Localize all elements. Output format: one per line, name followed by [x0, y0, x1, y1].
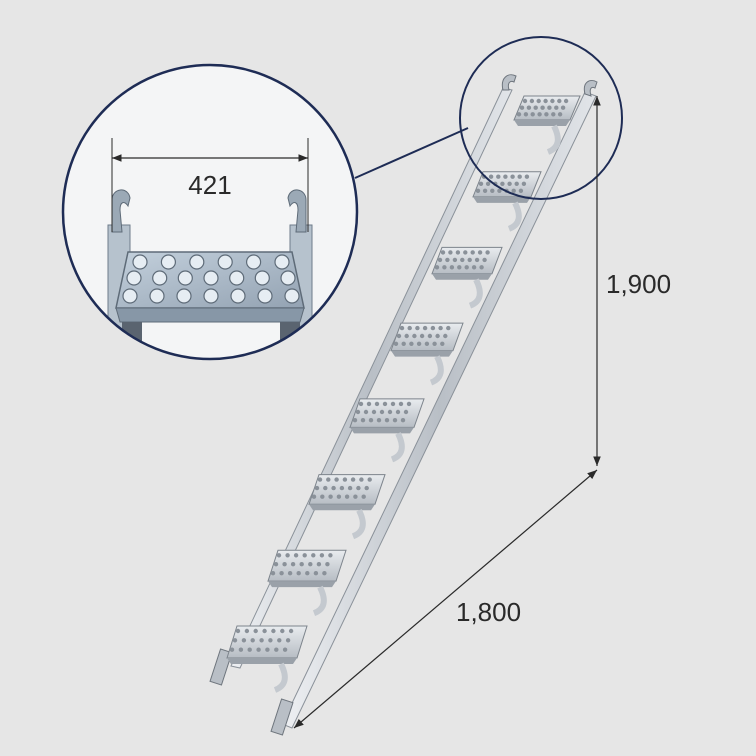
ladder-step-5	[349, 398, 425, 463]
detail-right-hook	[287, 189, 307, 233]
ladder-step-3	[431, 246, 503, 309]
detail-circle-outline	[61, 63, 359, 361]
ladder-step-2	[472, 171, 542, 232]
length-dimension: 1,800	[293, 469, 598, 729]
bottom-foot-right	[270, 698, 294, 736]
detail-connector-line	[354, 127, 469, 179]
ladder-step-6	[308, 474, 386, 540]
detail-tread-front	[115, 307, 305, 323]
ladder-step-1	[513, 95, 581, 155]
detail-left-hook	[111, 189, 131, 233]
ladder-step-7	[267, 549, 347, 616]
detail-tread-holes	[122, 254, 300, 304]
top-hook-left	[501, 74, 517, 91]
tread-width-label: 421	[188, 170, 231, 200]
height-label: 1,900	[606, 269, 671, 299]
ladder-step-8	[226, 625, 308, 693]
height-dimension: 1,900	[593, 96, 671, 466]
top-hook-right	[583, 80, 598, 97]
detail-bottom-bracket-right	[280, 322, 300, 352]
ladder-step-4	[390, 322, 464, 386]
detail-view: 421	[61, 63, 359, 361]
zoom-circle	[459, 36, 623, 200]
length-dimension-line	[293, 469, 598, 729]
length-label: 1,800	[456, 597, 521, 627]
